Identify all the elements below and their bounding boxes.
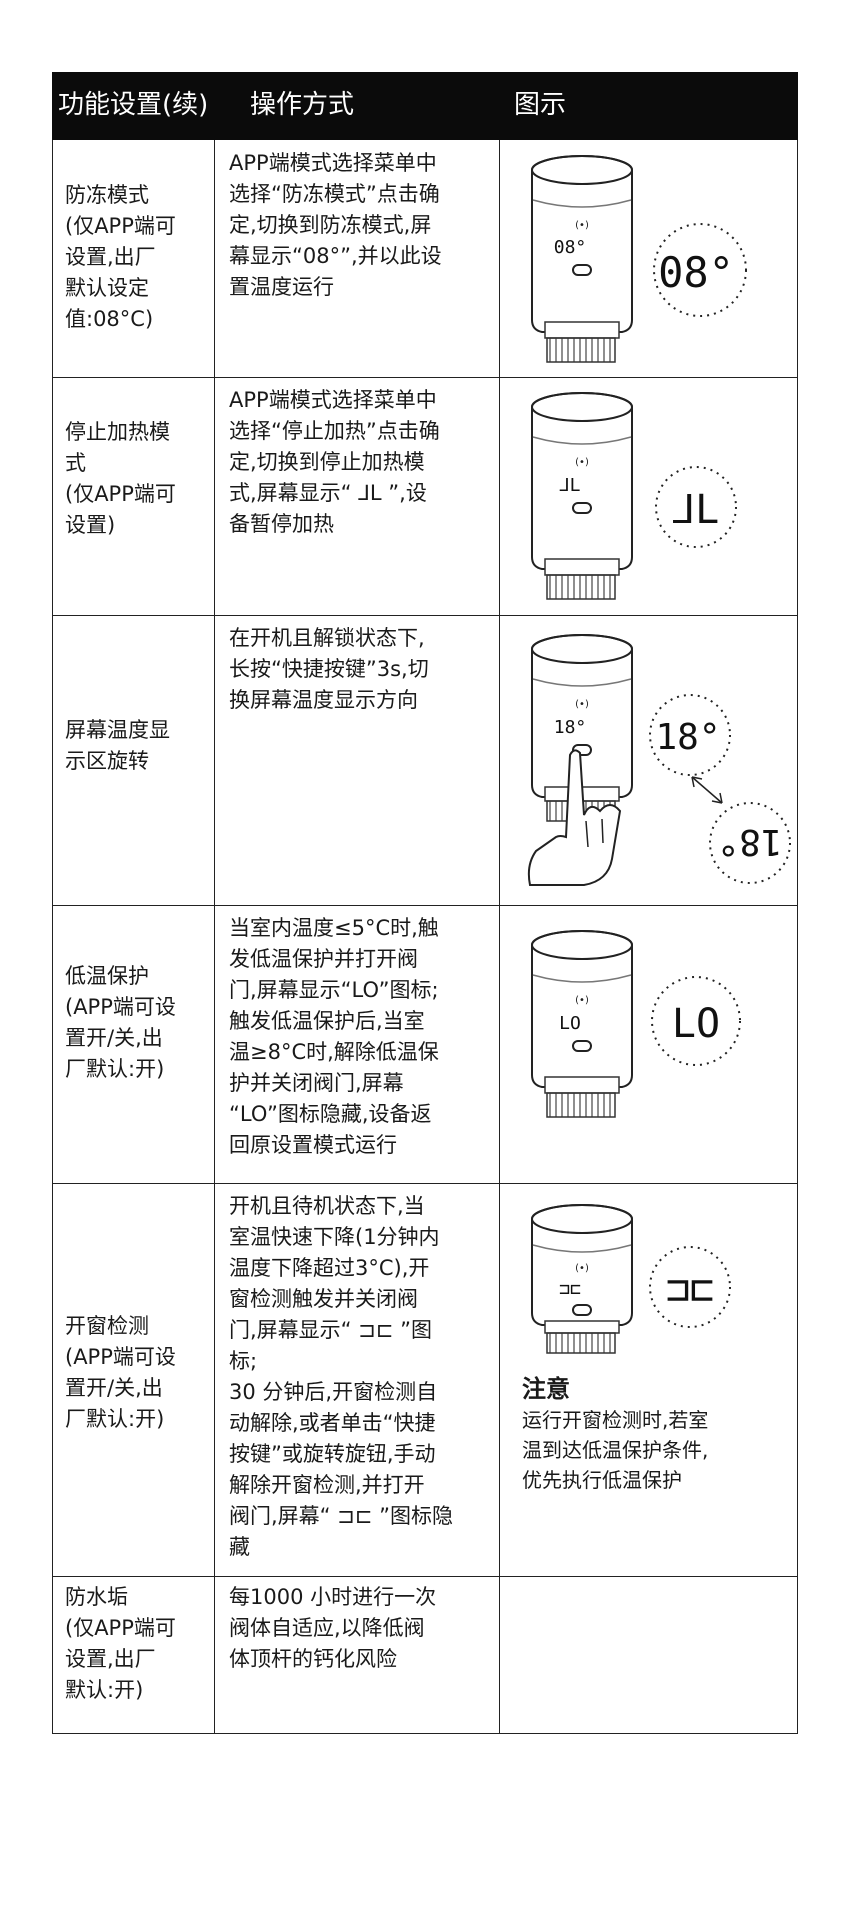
thermostat-illustration: (•) LO LO	[531, 930, 741, 1118]
operation-cell: 开机且待机状态下,当 室温快速下降(1分钟内 温度下降超过3°C),开 窗检测触…	[229, 1194, 453, 1559]
wifi-icon: (•)	[575, 699, 589, 710]
thermostat-illustration: (•) 18° 18° 18°	[527, 634, 791, 886]
table-row-low-temp-protection: 低温保护 (APP端可设 置开/关,出 厂默认:开) 当室内温度≤5°C时,触 …	[52, 905, 798, 1184]
callout-circle	[653, 223, 747, 317]
wifi-icon: (•)	[575, 457, 589, 468]
table-row-antifreeze: 防冻模式 (仅APP端可 设置,出厂 默认设定 值:08°C) APP端模式选择…	[52, 140, 798, 378]
callout-display: 18°	[655, 717, 720, 758]
button-icon	[572, 1304, 592, 1316]
header-figure: 图示	[514, 90, 567, 120]
operation-cell: APP端模式选择菜单中 选择“防冻模式”点击确 定,切换到防冻模式,屏 幕显示“…	[229, 151, 442, 299]
callout-display: LO	[672, 1001, 720, 1047]
button-icon	[572, 264, 592, 276]
table-row-stop-heating: 停止加热模 式 (仅APP端可 设置) APP端模式选择菜单中 选择“停止加热”…	[52, 377, 798, 616]
callout-display: ⅃L	[673, 487, 719, 533]
callout-circle	[649, 694, 731, 776]
function-cell: 停止加热模 式 (仅APP端可 设置)	[65, 420, 176, 537]
callout-circle	[651, 976, 741, 1066]
callout-display-rotated: 18°	[717, 821, 782, 862]
device-display: ⊐⊏	[559, 1279, 581, 1300]
note-text: 运行开窗检测时,若室 温到达低温保护条件, 优先执行低温保护	[522, 1408, 709, 1492]
function-cell: 开窗检测 (APP端可设 置开/关,出 厂默认:开)	[65, 1314, 176, 1431]
hand-icon	[527, 749, 622, 886]
operation-cell: 在开机且解锁状态下, 长按“快捷按键”3s,切 换屏幕温度显示方向	[229, 626, 429, 712]
callout-display: ⊐⊏	[666, 1267, 714, 1313]
operation-cell: 每1000 小时进行一次 阀体自适应,以降低阀 体顶杆的钙化风险	[229, 1585, 437, 1671]
callout-circle	[649, 1246, 731, 1328]
header-function: 功能设置(续)	[58, 90, 209, 120]
thermostat-illustration: (•) 08° 08°	[531, 155, 747, 363]
callout-circle-rotated	[709, 802, 791, 884]
note-title: 注意	[522, 1375, 570, 1403]
device-display: 18°	[554, 717, 587, 738]
thermostat-illustration: (•) ⅃L ⅃L	[531, 392, 737, 600]
table-row-display-rotation: 屏幕温度显 示区旋转 在开机且解锁状态下, 长按“快捷按键”3s,切 换屏幕温度…	[52, 615, 798, 906]
table-row-anti-scale: 防水垢 (仅APP端可 设置,出厂 默认:开) 每1000 小时进行一次 阀体自…	[52, 1576, 798, 1734]
function-cell: 屏幕温度显 示区旋转	[65, 718, 170, 773]
thermostat-illustration: (•) ⊐⊏ ⊐⊏	[531, 1204, 731, 1354]
operation-cell: 当室内温度≤5°C时,触 发低温保护并打开阀 门,屏幕显示“LO”图标; 触发低…	[229, 916, 439, 1157]
function-cell: 防水垢 (仅APP端可 设置,出厂 默认:开)	[65, 1585, 176, 1702]
table-row-window-detection: 开窗检测 (APP端可设 置开/关,出 厂默认:开) 开机且待机状态下,当 室温…	[52, 1183, 798, 1577]
function-cell: 防冻模式 (仅APP端可 设置,出厂 默认设定 值:08°C)	[65, 183, 176, 331]
device-display: ⅃L	[560, 475, 581, 496]
function-cell: 低温保护 (APP端可设 置开/关,出 厂默认:开)	[65, 964, 176, 1081]
wifi-icon: (•)	[575, 1263, 589, 1274]
device-display: LO	[559, 1013, 581, 1034]
wifi-icon: (•)	[575, 995, 589, 1006]
table-header: 功能设置(续) 操作方式 图示	[52, 72, 798, 140]
callout-display: 08°	[658, 248, 734, 297]
header-operation: 操作方式	[250, 90, 355, 120]
double-arrow-icon	[691, 776, 723, 804]
button-icon	[572, 502, 592, 514]
callout-circle	[655, 466, 737, 548]
wifi-icon: (•)	[575, 220, 589, 231]
empty-figure-cell	[500, 1576, 797, 1733]
device-display: 08°	[554, 237, 587, 258]
operation-cell: APP端模式选择菜单中 选择“停止加热”点击确 定,切换到停止加热模 式,屏幕显…	[229, 388, 440, 536]
button-icon	[572, 1040, 592, 1052]
